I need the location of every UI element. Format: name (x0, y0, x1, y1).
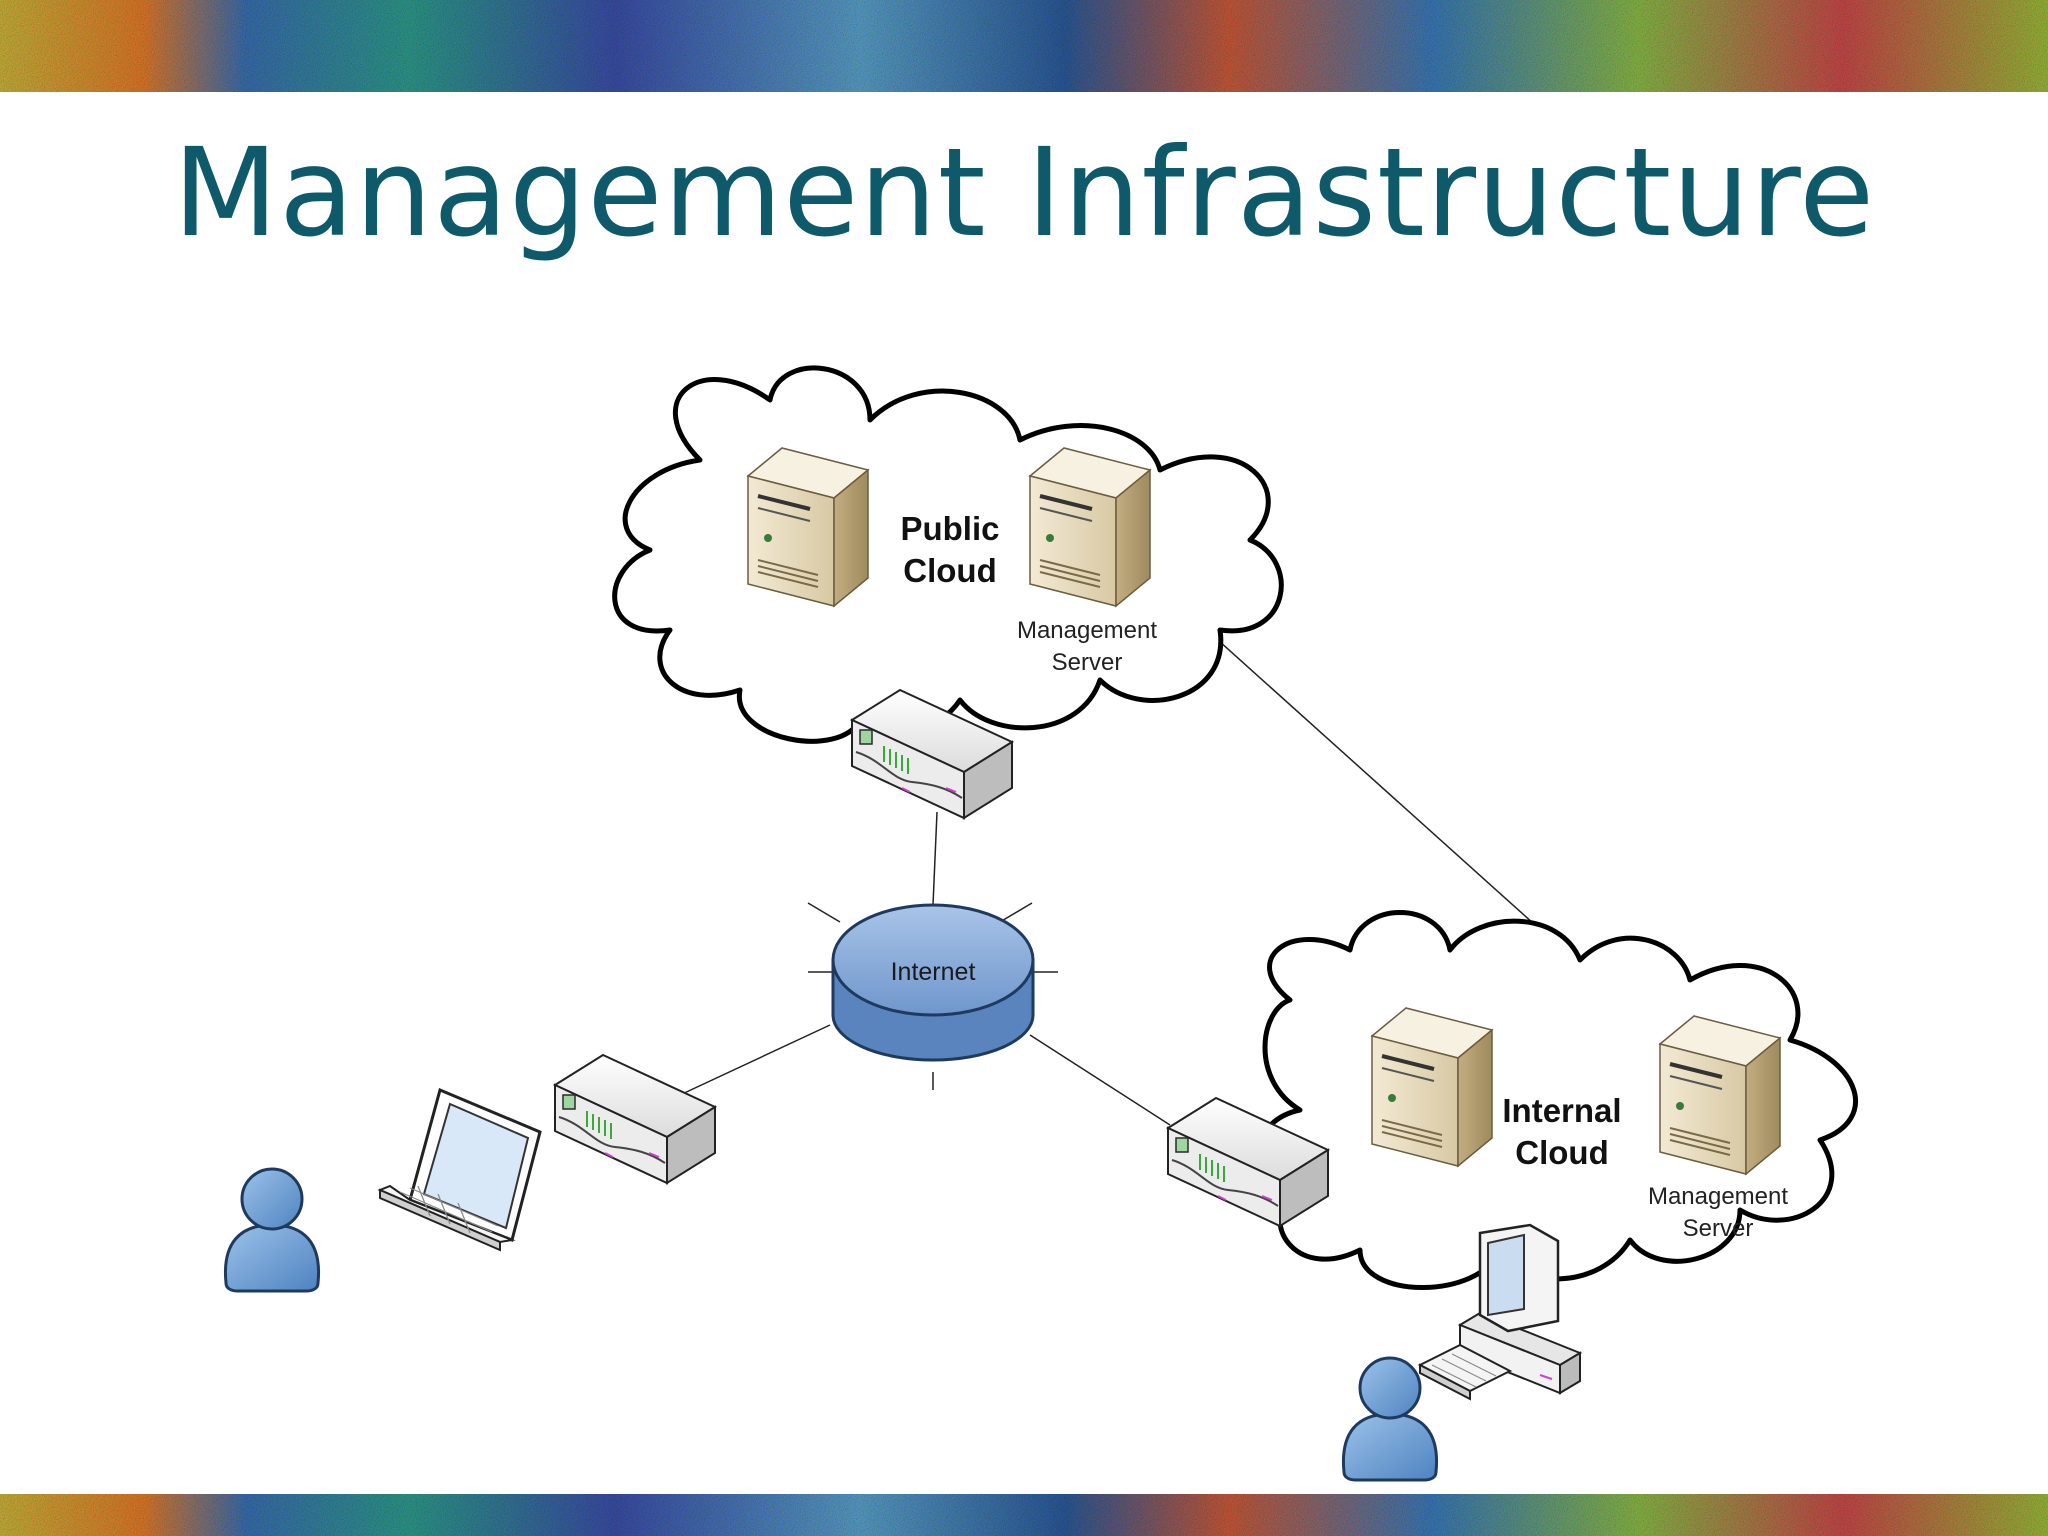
internal-management-server-icon[interactable] (1658, 1014, 1782, 1176)
slide-title: Management Infrastructure (172, 122, 1876, 264)
internet-hub-icon[interactable]: Internet (807, 902, 1058, 1090)
top-decorative-band (0, 0, 2048, 92)
public-mgmt-server-label-line1: Management (1017, 617, 1157, 644)
internal-cloud-label-line1: Internal (1502, 1092, 1621, 1129)
internal-cloud-label-line2: Cloud (1515, 1134, 1608, 1171)
link-internet-to-left-router (679, 1024, 831, 1096)
internal-user-icon[interactable] (1341, 1356, 1439, 1482)
internet-label: Internet (891, 958, 976, 986)
public-mgmt-server-label-line2: Server (1052, 649, 1123, 676)
left-user-icon[interactable] (223, 1167, 321, 1293)
internal-cloud-server-icon[interactable] (1370, 1006, 1494, 1168)
left-router-icon[interactable] (554, 1054, 716, 1184)
link-internet-to-right-router (1029, 1034, 1171, 1126)
laptop-icon[interactable] (377, 1087, 542, 1252)
bottom-decorative-band (0, 1494, 2048, 1536)
desktop-workstation-icon[interactable] (1417, 1223, 1583, 1401)
public-cloud-label-line1: Public (900, 510, 999, 547)
public-cloud-label-line2: Cloud (903, 552, 996, 589)
public-management-server-icon[interactable] (1028, 446, 1152, 608)
link-public-router-to-internet (932, 811, 938, 906)
internal-mgmt-server-label-line2: Server (1683, 1215, 1754, 1242)
public-cloud-server-icon[interactable] (746, 446, 870, 608)
internal-mgmt-server-label-line1: Management (1648, 1183, 1788, 1210)
